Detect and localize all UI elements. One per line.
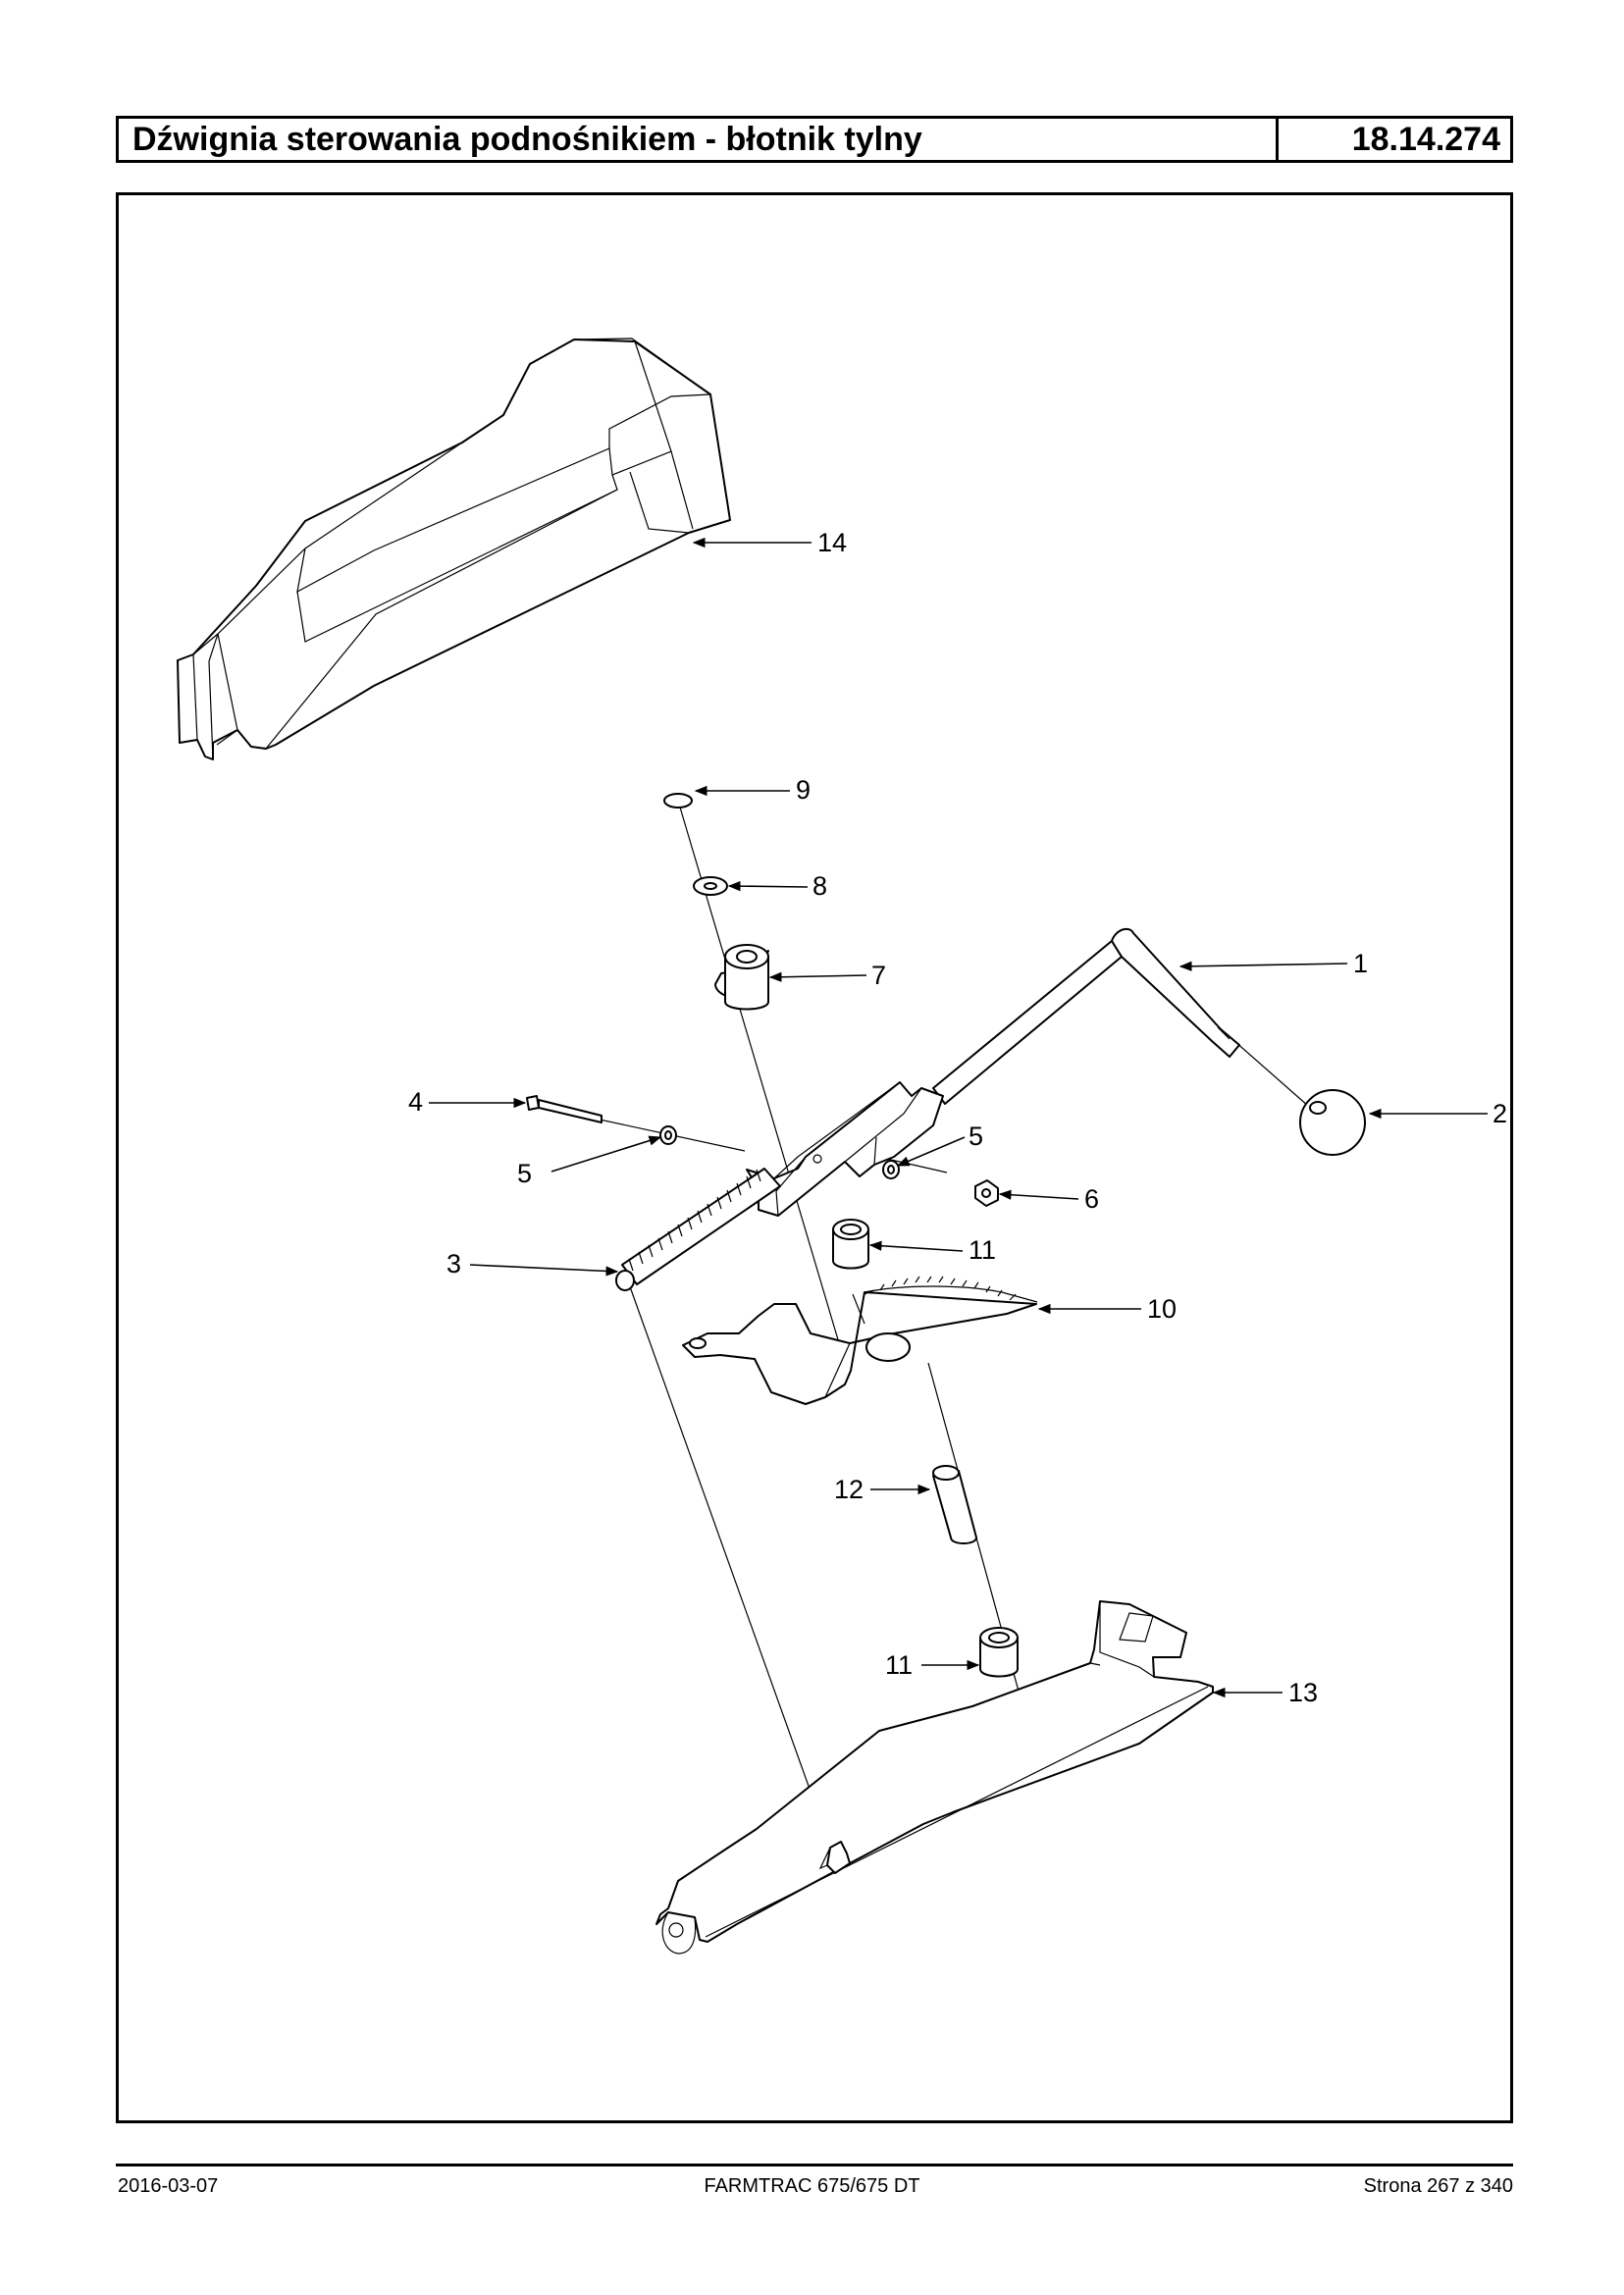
callout-1: 1 xyxy=(1353,949,1368,978)
callout-10: 10 xyxy=(1147,1294,1177,1324)
callout-7: 7 xyxy=(871,961,886,990)
callout-3: 3 xyxy=(446,1249,461,1278)
footer-page-number: Strona 267 z 340 xyxy=(1363,2175,1513,2197)
diagram-frame: 1 2 3 4 5 5 6 7 8 9 10 11 11 12 13 14 xyxy=(116,192,1513,2123)
part-5-washer-right xyxy=(882,1160,900,1179)
part-9-circlip xyxy=(663,793,693,808)
callout-4: 4 xyxy=(408,1087,423,1117)
assembly-axis-lines xyxy=(526,800,1309,1872)
callout-2: 2 xyxy=(1493,1099,1507,1128)
callout-14: 14 xyxy=(817,528,847,557)
callout-labels: 1 2 3 4 5 5 6 7 8 9 10 11 11 12 13 14 xyxy=(408,528,1507,1707)
part-2-knob xyxy=(1299,1089,1366,1156)
part-5-washer-left xyxy=(659,1125,677,1145)
callout-12: 12 xyxy=(834,1475,864,1504)
callout-13: 13 xyxy=(1288,1678,1318,1707)
part-4-bolt xyxy=(526,1095,602,1123)
page-title: Dźwignia sterowania podnośnikiem - błotn… xyxy=(119,119,1279,160)
part-8-washer xyxy=(693,876,728,896)
callout-11-upper: 11 xyxy=(969,1235,996,1265)
part-10-sector-plate xyxy=(682,1276,1038,1405)
lever-bracket xyxy=(746,1081,944,1217)
part-3-spring xyxy=(615,1168,781,1291)
part-11-bushing-lower xyxy=(979,1627,1019,1678)
part-7-bushing xyxy=(714,944,769,1011)
footer-model: FARMTRAC 675/675 DT xyxy=(704,2175,920,2197)
leader-lines xyxy=(429,537,1488,1698)
part-14-fender-cover xyxy=(177,338,731,760)
exploded-view-drawing: 1 2 3 4 5 5 6 7 8 9 10 11 11 12 13 14 xyxy=(177,338,1507,1955)
callout-8: 8 xyxy=(812,871,827,901)
callout-6: 6 xyxy=(1084,1184,1099,1214)
callout-9: 9 xyxy=(796,775,811,805)
part-11-bushing-upper xyxy=(832,1219,869,1270)
callout-5-right: 5 xyxy=(969,1121,983,1151)
part-1-lever-rod xyxy=(932,927,1240,1105)
part-13-base-plate xyxy=(655,1600,1214,1955)
section-code: 18.14.274 xyxy=(1351,121,1500,158)
header-table: Dźwignia sterowania podnośnikiem - błotn… xyxy=(116,116,1513,163)
footer-divider xyxy=(116,2164,1513,2166)
footer-date: 2016-03-07 xyxy=(118,2175,219,2197)
callout-5-left: 5 xyxy=(517,1159,532,1188)
part-6-nut xyxy=(974,1179,999,1207)
part-12-pin xyxy=(932,1465,977,1544)
callout-11-lower: 11 xyxy=(885,1650,913,1680)
